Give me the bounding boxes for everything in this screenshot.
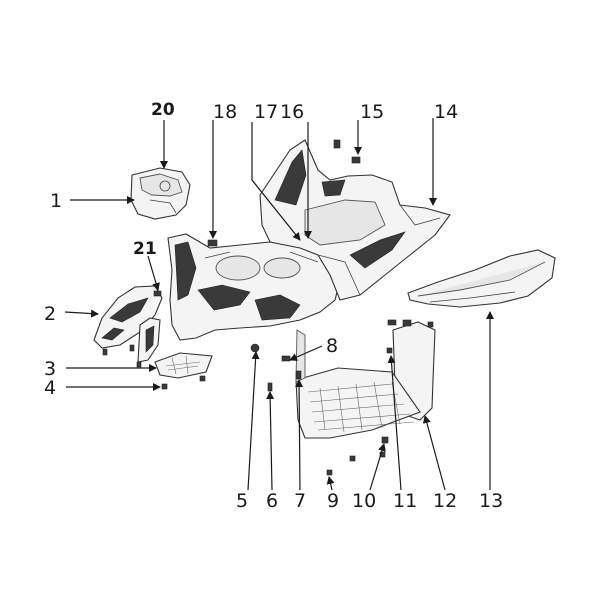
callout-6: 6 [266,490,278,512]
callout-21: 21 [133,239,157,259]
callout-13: 13 [479,490,503,512]
callout-10: 10 [352,490,376,512]
part-small-footrest-plate [154,352,213,379]
callout-8: 8 [326,335,338,357]
callout-12: 12 [433,490,457,512]
callout-3: 3 [44,358,56,380]
leader-lines [64,118,494,491]
callout-20: 20 [151,100,175,120]
callout-9: 9 [327,490,339,512]
callout-18: 18 [213,101,237,123]
callout-11: 11 [393,490,417,512]
callout-1: 1 [50,190,62,212]
callout-5: 5 [236,490,248,512]
callout-15: 15 [360,101,384,123]
callout-4: 4 [44,377,56,399]
callout-7: 7 [294,490,306,512]
callout-17: 17 [254,101,278,123]
part-floorboard [295,321,436,439]
part-front-body-shell [167,233,341,341]
callout-14: 14 [434,101,458,123]
part-headlight-housing [130,167,191,220]
callout-labels: 1 2 3 4 5 6 7 8 9 10 11 12 13 14 15 16 1… [44,100,503,512]
part-left-side-panel [93,285,163,349]
callout-16: 16 [280,101,304,123]
part-inner-bracket [137,317,161,363]
callout-2: 2 [44,303,56,325]
part-seat [407,249,556,308]
